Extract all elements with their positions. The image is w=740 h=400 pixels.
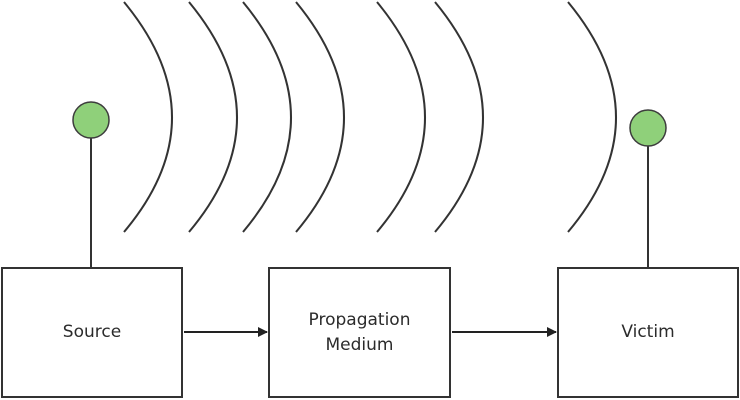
wave-arc	[567, 1, 617, 233]
wave-arcs	[123, 1, 617, 233]
propagation-medium-block: Propagation Medium	[268, 267, 451, 398]
source-label: Source	[62, 322, 122, 342]
wave-arc	[123, 1, 173, 233]
propagation-medium-label: Propagation Medium	[308, 309, 411, 355]
wave-arc	[376, 1, 426, 233]
victim-label: Victim	[621, 322, 675, 342]
wave-arc	[295, 1, 345, 233]
source-antenna-icon	[72, 101, 110, 267]
wave-arc	[242, 1, 292, 233]
wave-arc	[434, 1, 484, 233]
victim-antenna-icon	[629, 109, 667, 267]
source-block: Source	[1, 267, 183, 398]
wave-arc	[188, 1, 238, 233]
victim-block: Victim	[557, 267, 739, 398]
